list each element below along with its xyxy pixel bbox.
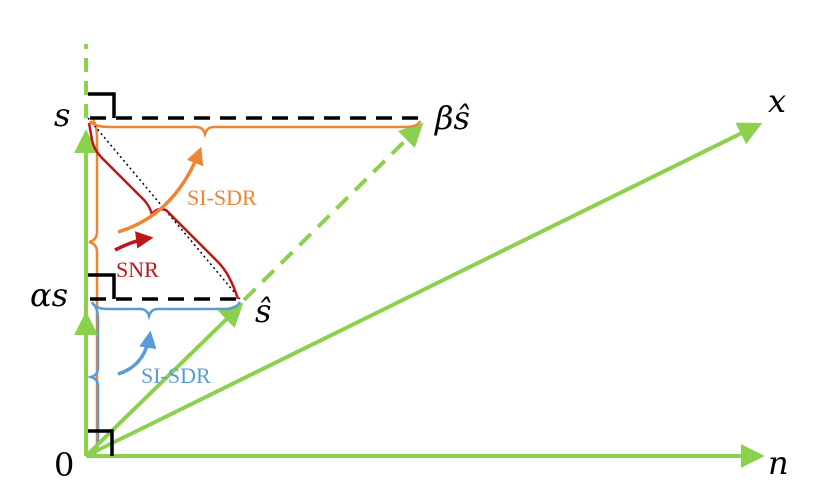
- right-angle-marker-alpha-s: [88, 273, 116, 299]
- si-sdr-upper-label: SI-SDR: [187, 185, 257, 210]
- label-s-hat: ŝ: [255, 292, 271, 330]
- label-x: x: [768, 82, 786, 120]
- snr-label: SNR: [116, 257, 159, 282]
- right-angle-marker-s: [88, 92, 116, 118]
- label-alpha-s-symbol: s: [52, 276, 68, 314]
- orange-horizontal-brace: [88, 120, 422, 139]
- label-beta-s-hat: βŝ: [434, 99, 470, 137]
- blue-horizontal-brace: [90, 301, 242, 321]
- label-beta-s-hat-symbol: ŝ: [454, 99, 470, 137]
- x-vector-arrow: [85, 122, 763, 458]
- label-alpha: α: [30, 276, 52, 314]
- beta-s-hat-dashed-extension: [242, 122, 424, 302]
- label-alpha-s: αs: [30, 276, 68, 314]
- label-origin: 0: [54, 446, 74, 484]
- right-angle-marker-origin: [88, 429, 114, 456]
- label-beta: β: [434, 99, 454, 137]
- blue-vertical-brace: [86, 301, 100, 457]
- s-to-s-hat-dotted-line: [87, 117, 241, 300]
- orange-vertical-brace: [88, 119, 99, 457]
- si-sdr-upper-arrow: [117, 146, 204, 234]
- snr-arrow: [114, 231, 154, 252]
- red-diagonal-brace: [87, 122, 240, 300]
- label-s: s: [54, 96, 70, 134]
- si-sdr-lower-arrow: [117, 330, 157, 376]
- si-sdr-lower-label: SI-SDR: [141, 363, 211, 388]
- label-n: n: [768, 444, 789, 482]
